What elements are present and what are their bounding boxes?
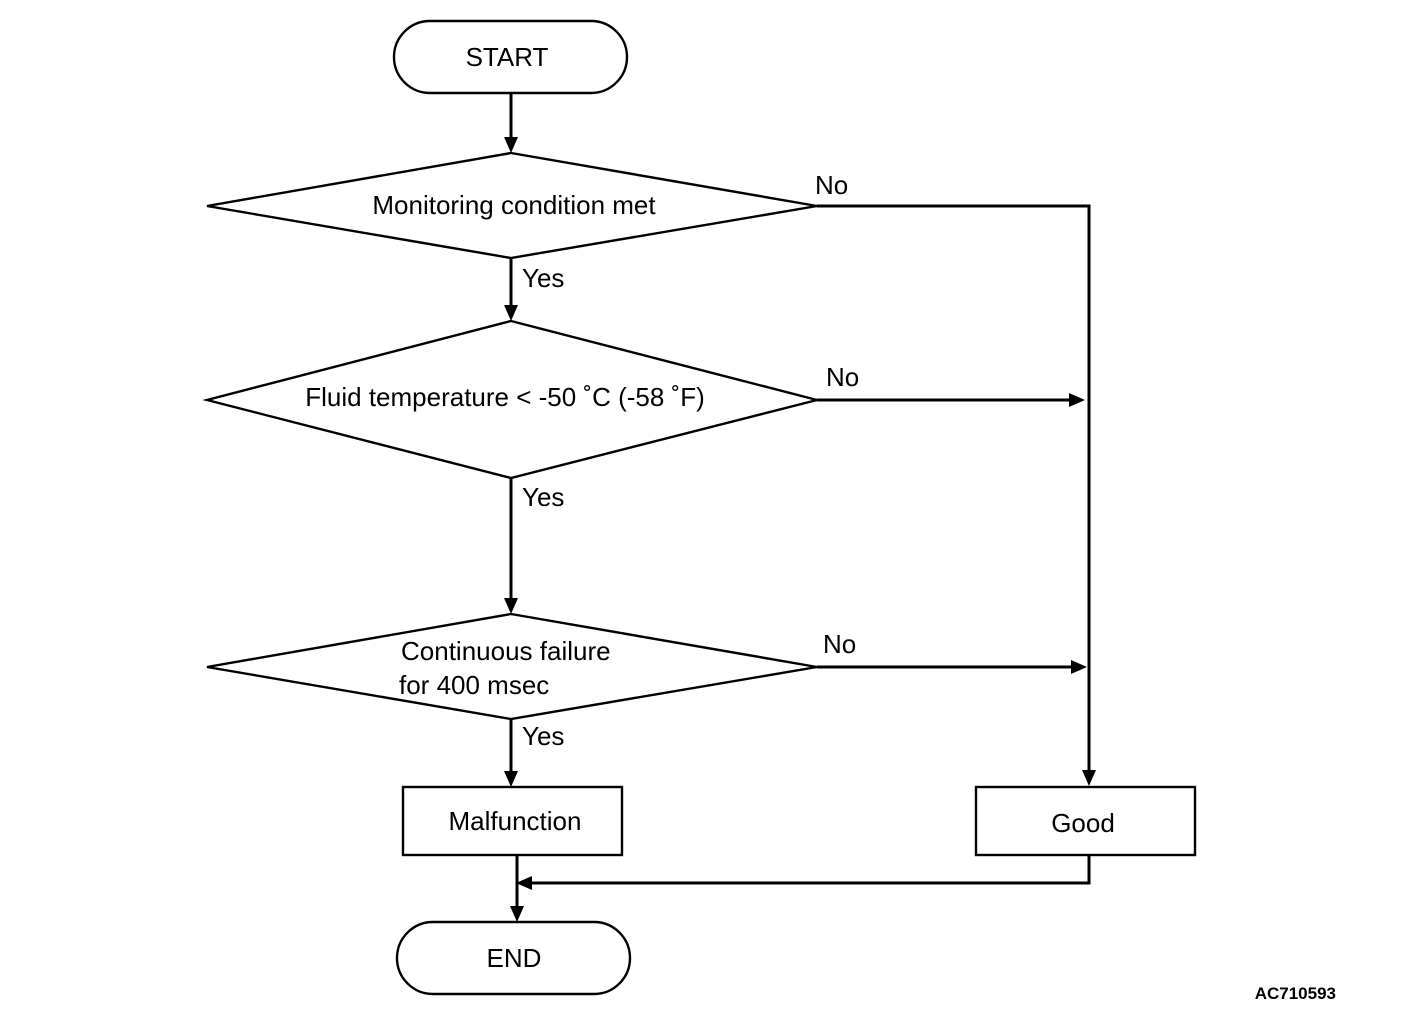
connector-start-to-decision-1 [504, 93, 518, 153]
decision-monitoring-condition: Monitoring condition met [206, 151, 818, 260]
good-box: Good [974, 785, 1197, 857]
decision-1-label: Monitoring condition met [372, 190, 656, 220]
arrowhead [1069, 393, 1085, 407]
connector-decision-2-no [817, 393, 1085, 407]
arrowhead [504, 305, 518, 321]
decision-1-yes-label: Yes [522, 263, 564, 293]
decision-3-yes-label: Yes [522, 721, 564, 751]
arrowhead [504, 137, 518, 153]
end-label: END [487, 943, 542, 973]
end-node: END [395, 920, 632, 996]
connector-decision-1-yes [504, 258, 518, 321]
decision-2-yes-label: Yes [522, 482, 564, 512]
start-label: START [466, 42, 549, 72]
decision-2-no-label: No [826, 362, 859, 392]
decision-3-label-line-2: for 400 msec [399, 670, 549, 700]
arrowhead [516, 876, 532, 890]
connector-good-to-merge [516, 855, 1091, 890]
arrowhead [510, 906, 524, 922]
arrowhead [1082, 770, 1096, 786]
decision-3-no-label: No [823, 629, 856, 659]
decision-3-label-line-1: Continuous failure [401, 636, 611, 666]
decision-continuous-failure: Continuous failure for 400 msec [206, 612, 818, 721]
decision-fluid-temperature: Fluid temperature < -50 ˚C (-58 ˚F) [202, 319, 818, 480]
good-label: Good [1051, 808, 1115, 838]
decision-2-label: Fluid temperature < -50 ˚C (-58 ˚F) [305, 382, 705, 412]
start-node: START [392, 19, 629, 95]
connector-decision-3-no [817, 660, 1087, 674]
arrowhead [1071, 660, 1087, 674]
malfunction-label: Malfunction [449, 806, 582, 836]
connector-decision-2-yes [504, 478, 518, 614]
arrowhead [504, 598, 518, 614]
connector-decision-3-yes [504, 719, 518, 787]
arrowhead [504, 771, 518, 787]
malfunction-box: Malfunction [401, 785, 624, 857]
connector-decision-1-no [817, 204, 1096, 786]
connector-malfunction-to-end [510, 855, 524, 922]
figure-code: AC710593 [1255, 984, 1336, 1003]
decision-1-no-label: No [815, 170, 848, 200]
